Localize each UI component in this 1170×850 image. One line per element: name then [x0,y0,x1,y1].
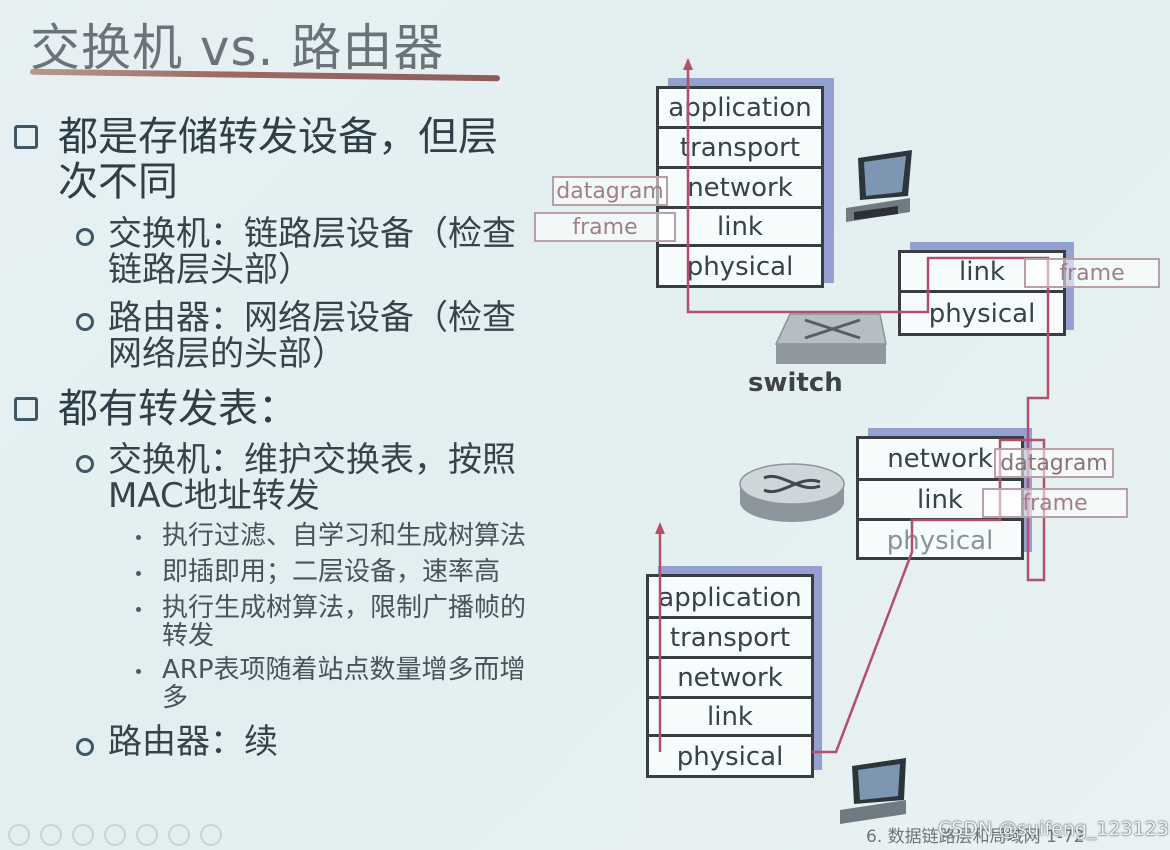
layer-transport: transport [649,619,811,659]
slide-control-icon[interactable] [40,824,62,846]
bottom-host-protocol-stack: application transport network link physi… [646,574,814,778]
layer-application: application [649,577,811,619]
dot-bullet-icon [136,535,141,540]
slide-control-icon[interactable] [200,824,222,846]
up-arrow-icon [655,522,665,534]
bullet-1-line2: 次不同 [58,159,178,205]
circle-bullet-icon [76,455,94,473]
bullet-1-2-line2: 网络层的头部） [108,334,346,374]
layer-link: link [649,699,811,737]
sub-item-2: 即插即用；二层设备，速率高 [162,557,501,587]
bullet-1-1-line2: 链路层头部） [108,250,312,290]
router-device-icon [739,463,845,522]
footer-text: 6. 数据链路层和局域网 1-72 [866,827,1085,847]
switch-device-icon [774,313,887,364]
bullet-2-line1: 都有转发表： [58,386,298,432]
frame-tag: frame [534,212,676,242]
up-arrow-icon [683,58,693,70]
top-host-protocol-stack: application transport network link physi… [656,86,824,288]
layer-transport: transport [659,129,821,169]
switch-label: switch [748,368,843,398]
slide-control-icon[interactable] [168,824,190,846]
watermark: CSDN @suifeng_123123 [938,818,1169,840]
square-bullet-icon [14,397,38,421]
sub-item-1: 执行过滤、自学习和生成树算法 [162,521,527,551]
layer-physical: physical [686,252,794,282]
bullet-1-line1: 都是存储转发设备，但层 [58,114,498,160]
frame-tag: frame [1024,258,1160,288]
sub-item-4-line2: 多 [162,683,189,713]
layer-physical: physical [886,526,994,556]
bullet-2-1-line1: 交换机：维护交换表，按照 [108,440,516,480]
slide-title: 交换机 vs. 路由器 [30,19,445,77]
layer-physical: physical [928,299,1036,329]
layer-physical: physical [676,742,784,772]
packet-path-line [658,60,1050,754]
sub-item-3-line1: 执行生成树算法，限制广播帧的 [162,593,527,623]
desktop-computer-icon [846,150,912,222]
layer-link: link [901,253,1063,293]
circle-bullet-icon [76,313,94,331]
sub-item-3-line2: 转发 [162,621,215,651]
slide-control-icon[interactable] [8,824,30,846]
datagram-tag: datagram [552,176,668,206]
dot-bullet-icon [136,607,141,612]
dot-bullet-icon [136,669,141,674]
layer-application: application [659,89,821,129]
bullet-2-1-line2: MAC地址转发 [108,476,320,516]
layer-link: link [659,209,821,247]
circle-bullet-icon [76,738,94,756]
square-bullet-icon [14,125,38,149]
bullet-1-2-line1: 路由器：网络层设备（检查 [108,298,516,338]
slide-control-icon[interactable] [104,824,126,846]
desktop-computer-icon [840,758,906,824]
layer-network: network [859,439,1021,481]
sub-item-4-line1: ARP表项随着站点数量增多而增 [162,655,526,685]
slide-control-icon[interactable] [136,824,158,846]
bullet-2-2-line1: 路由器：续 [108,722,278,762]
layer-network: network [649,659,811,699]
layer-network: network [659,169,821,209]
datagram-tag: datagram [994,448,1114,478]
frame-tag: frame [982,488,1128,518]
dot-bullet-icon [136,571,141,576]
slide-control-icon[interactable] [72,824,94,846]
bullet-1-1-line1: 交换机：链路层设备（检查 [108,214,516,254]
circle-bullet-icon [76,228,94,246]
